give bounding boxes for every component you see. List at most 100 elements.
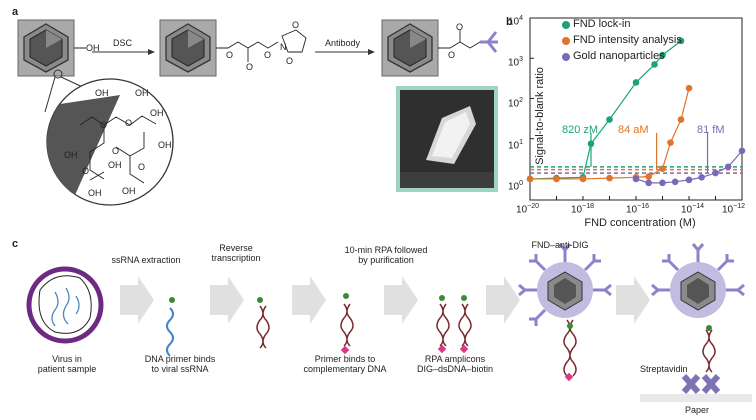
point-s0-3 [587, 140, 595, 148]
point-s0-5 [632, 79, 640, 86]
point-s0-6 [651, 61, 658, 68]
legend-marker-2 [562, 53, 570, 61]
ssrna-strand [166, 307, 174, 357]
xtick-1: 10−18 [571, 203, 594, 216]
chain-oh-1: OH [95, 88, 109, 98]
point-s2-6 [712, 169, 719, 177]
point-s1-6 [659, 165, 666, 172]
chain-oh-7: OH [122, 186, 136, 196]
point-s2-3 [671, 178, 679, 186]
point-s1-3 [606, 174, 613, 182]
arrow-6 [616, 276, 650, 324]
point-s2-4 [685, 176, 693, 184]
chain-oh-2: OH [135, 88, 149, 98]
digoxigenin-1 [340, 345, 350, 355]
chain-o-3: O [112, 146, 120, 156]
fnd-anti-dig-captured [640, 243, 752, 402]
legend-marker-0 [562, 21, 570, 29]
process-arrows [120, 276, 650, 324]
anno-84am: 84 aM [618, 124, 649, 136]
primer-dot-2 [257, 297, 263, 303]
fit-line-1 [530, 88, 690, 180]
nhs-o-4: O [292, 20, 300, 30]
nhs-o-2: O [246, 62, 254, 72]
cdna-strand [256, 305, 270, 349]
step-label-fnd-anti-dig: FND–anti-DIG [531, 240, 589, 250]
bottom-label-virus: Virus in patient sample [37, 354, 97, 374]
oh-label: OH [86, 43, 100, 53]
dsc-label: DSC [113, 38, 133, 48]
point-s1-1 [553, 175, 560, 183]
ab-o-1: O [448, 50, 456, 60]
arrow-4 [384, 276, 418, 324]
point-s1-5 [645, 173, 652, 180]
ytick-2: 102 [508, 97, 524, 110]
xtick-0: 10−20 [516, 203, 539, 216]
chain-o-5: O [138, 162, 146, 172]
chain-oh-8: OH [108, 160, 122, 170]
complementary-strand [340, 303, 354, 347]
chart-series-layer [526, 17, 746, 201]
xtick-4: 10−12 [722, 203, 745, 216]
nhs-n: N [280, 42, 287, 52]
point-s2-2 [659, 179, 666, 187]
step-label-extraction: ssRNA extraction [111, 255, 181, 265]
nhs-o-1: O [226, 50, 234, 60]
ytick-1: 101 [508, 139, 524, 152]
point-s2-1 [645, 179, 652, 187]
legend-marker-1 [562, 37, 570, 45]
nanodiamond-nhs-ester [159, 19, 307, 77]
point-s1-9 [685, 84, 693, 92]
arrow-2 [210, 276, 244, 324]
virus-sample [26, 266, 104, 344]
anno-820zm: 820 zM [562, 124, 599, 136]
bottom-label-primer-ssrna: DNA primer binds to viral ssRNA [144, 354, 216, 374]
primer-dot-1 [169, 297, 175, 303]
streptavidin-label: Streptavidin [640, 364, 688, 374]
chain-oh-5: OH [64, 150, 78, 160]
chain-oh-3: OH [150, 108, 164, 118]
step-label-reverse-transcription: Reverse transcription [211, 243, 261, 263]
antibody-label: Antibody [325, 38, 361, 48]
point-s0-4 [606, 116, 613, 123]
ytick-0: 100 [508, 180, 524, 193]
surface-zoom-circle [44, 69, 174, 206]
fnd-micrograph [396, 86, 498, 192]
chain-oh-4: OH [158, 140, 172, 150]
chain-oh-6: OH [88, 188, 102, 198]
amplicon-1 [436, 303, 450, 347]
panel-a-label: a [12, 6, 19, 18]
point-s1-0 [526, 175, 534, 183]
point-s2-5 [698, 173, 705, 181]
nhs-o-3: O [264, 50, 272, 60]
point-s2-8 [738, 147, 746, 155]
legend-fnd-lockin: FND lock-in [573, 18, 631, 30]
step-label-rpa: 10-min RPA followed by purification [344, 245, 428, 265]
arrow-1 [120, 276, 154, 324]
xtick-2: 10−16 [626, 203, 649, 216]
chain-o-1: O [100, 120, 108, 130]
ytick-4: 104 [508, 15, 524, 28]
point-s0-8 [677, 37, 685, 45]
chain-o-2: O [125, 118, 133, 128]
panel-c-label: c [12, 238, 19, 250]
paper-strip [640, 394, 752, 402]
nanodiamond-hydroxyl [17, 19, 86, 77]
arrow-3 [292, 276, 326, 324]
ytick-3: 103 [508, 56, 524, 69]
nanodiamond-antibody [381, 19, 498, 77]
paper-label: Paper [685, 405, 710, 415]
bottom-label-primer-cdna: Primer binds to complementary DNA [303, 354, 387, 374]
chart-xlabel: FND concentration (M) [584, 217, 696, 229]
point-s1-2 [579, 175, 587, 183]
xtick-3: 10−14 [681, 203, 704, 216]
point-s0-7 [659, 51, 666, 59]
ab-o-2: O [456, 22, 464, 32]
panel-b-label: b [506, 16, 513, 28]
anno-81fm: 81 fM [697, 124, 725, 136]
chain-o-4: O [82, 166, 90, 176]
arrow-5 [486, 276, 520, 324]
nhs-o-5: O [286, 56, 294, 66]
